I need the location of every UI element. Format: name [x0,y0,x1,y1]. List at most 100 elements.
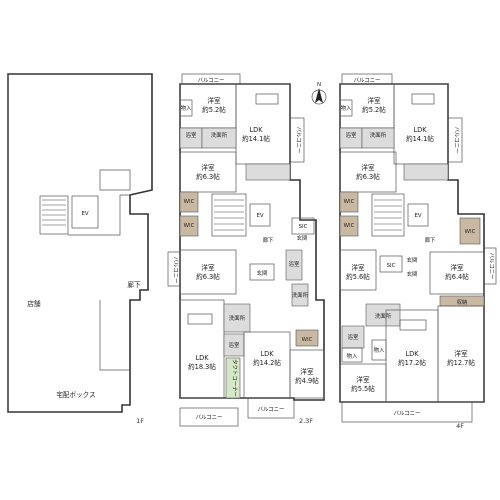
western-e-4f-label: 洋室 [454,349,468,358]
western-b-23f-size: 約6.3帖 [196,172,220,181]
north-arrow-icon: N [311,82,327,105]
ldk-b-4f-size: 約17.2帖 [398,358,426,367]
wic2-23f-label: WIC [184,223,195,229]
delivery-box-label: 宅配ボックス [56,390,95,399]
storage-a-23f-label: 物入 [181,104,192,112]
wic2-4f [339,215,359,237]
stair-4f [371,193,405,237]
storage-c-4f [341,347,363,363]
balcony-bottom-mid-23f: バルコニー [258,406,285,413]
wash-a-23f [201,127,237,149]
western-a-4f-size: 約5.2帖 [362,105,386,114]
shop-label: 店舗 [27,299,41,308]
wic3-23f [295,329,319,347]
western-b-4f [339,151,397,193]
wic3-23f-label: WIC [302,337,313,343]
western-a-23f-size: 約5.2帖 [202,105,226,114]
wash-b-4f-label: 洗面所 [375,312,392,320]
ev-23f-label: EV [256,213,263,219]
wic3-4f-label: WIC [465,229,476,235]
balcony-right-23f: バルコニー [295,127,302,154]
floor-23f-label: 2.3F [299,417,313,425]
bath-b-23f-label: 浴室 [289,260,300,268]
entrance-a-23f-label: 玄関 [297,234,308,242]
balcony-side-4f: バルコニー [488,253,495,280]
floor-2-3f: バルコニー バルコニー バルコニー バルコニー バルコニー 物入 洋室 約5.2… [167,73,325,427]
storage-a-4f-label: 物入 [341,104,352,112]
wic1-23f-label: WIC [184,199,195,205]
storage-c-4f-label: 物入 [347,352,358,360]
western-b-4f-label: 洋室 [361,163,375,172]
western-d-4f-size: 約6.4帖 [445,272,469,281]
sic-4f [379,255,403,273]
balcony-top-4f: バルコニー [354,77,381,84]
storage-a-23f [179,99,193,117]
ev-4f [407,203,429,227]
wash-a-23f-label: 洗面所 [211,131,228,139]
wash-c-23f-label: 洗面所 [229,314,246,322]
wash-b-23f-label: 洗面所 [292,291,309,299]
wic2-23f [179,215,199,237]
ldk-b-23f-size: 約18.3帖 [188,362,216,371]
wic1-4f-label: WIC [344,199,355,205]
storage-a-4f [339,99,353,117]
western-a-4f-label: 洋室 [367,96,381,105]
storage-d-4f-label: 物入 [374,346,385,354]
western-d-4f-label: 洋室 [450,263,464,272]
ldk-b-23f [179,299,225,399]
corridor-4f-label: 廊下 [425,236,436,244]
western-f-4f-label: 洋室 [356,375,370,384]
wash-c-23f [223,303,251,333]
balcony-bottom-left-23f: バルコニー [196,414,223,421]
western-d-23f [289,349,325,399]
western-e-4f [437,305,485,403]
wic1-4f [339,191,359,213]
ev-1f [71,195,99,229]
ldk-a-23f-label: LDK [249,126,263,134]
western-a-23f-label: 洋室 [207,96,221,105]
entrance-b-4f-label: 玄関 [407,270,418,278]
ldk-a-4f-label: LDK [413,126,427,134]
ev-1f-label: EV [81,211,88,217]
duct-corner-23f [225,357,241,399]
wash-a-4f-label: 洗面所 [370,131,387,139]
storage-b-4f-label: 収納 [457,298,468,306]
floor-1f: EV 店舗 廊下 宅配ボックス 1F [7,73,153,425]
wic3-4f [459,217,481,245]
wash-b-4f [365,303,401,327]
western-b-23f-label: 洋室 [201,163,215,172]
balcony-right-4f: バルコニー [453,127,460,154]
stair-1f [39,195,69,235]
western-f-4f-size: 約5.5帖 [351,384,375,393]
sic-4f-label: SIC [387,263,396,269]
balcony-bottom-4f: バルコニー [394,410,421,417]
ev-4f-label: EV [414,213,421,219]
ldk-a-23f [235,83,291,165]
north-label: N [317,82,321,88]
western-c-23f-size: 約6.3帖 [196,272,220,281]
western-b-4f-size: 約6.3帖 [356,172,380,181]
western-b-23f [179,151,237,193]
sic-23f-label: SIC [299,224,308,230]
western-d-23f-size: 約4.9帖 [295,376,319,385]
balcony-top-23f: バルコニー [198,77,225,84]
sic-23f [291,217,315,235]
ldk-a-4f [393,83,449,165]
wash-a-4f [361,127,395,149]
ldk-b-4f-label: LDK [405,350,419,358]
wic2-4f-label: WIC [344,223,355,229]
entrance-a-4f-label: 玄関 [407,256,418,264]
balcony-side-23f: バルコニー [172,257,179,284]
western-c-23f-label: 洋室 [201,263,215,272]
corridor-1f-label: 廊下 [127,280,141,289]
stair-23f [211,193,247,237]
floor-4f-label: 4F [456,422,464,430]
bath-a-4f-label: 浴室 [346,131,357,139]
floor-1f-label: 1F [136,417,144,425]
ldk-c-23f-label: LDK [260,350,274,358]
western-c-4f-label: 洋室 [351,263,365,272]
wash-b-23f [291,283,309,307]
western-c-4f-size: 約5.6帖 [346,272,370,281]
western-d-4f [429,251,485,295]
